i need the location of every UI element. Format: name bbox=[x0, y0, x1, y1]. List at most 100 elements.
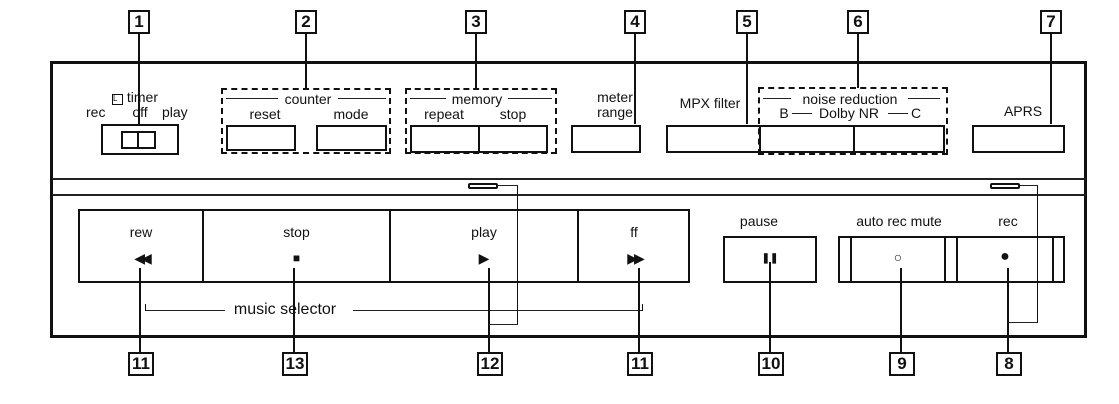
leader-line-6 bbox=[857, 34, 859, 88]
pause-icon: ❚❚ bbox=[761, 253, 779, 264]
timer-label: L timer bbox=[112, 89, 159, 105]
leader-line-12-led-top bbox=[498, 185, 518, 186]
rec-key-housing bbox=[838, 236, 1065, 283]
callout-10: 10 bbox=[758, 352, 784, 376]
dolby-b-button[interactable] bbox=[759, 125, 855, 153]
play-button[interactable]: play ▶ bbox=[391, 211, 577, 281]
nr-c-label: C bbox=[910, 105, 922, 121]
timer-rec-label: rec bbox=[86, 104, 106, 120]
leader-line-13 bbox=[293, 268, 295, 354]
callout-11-ff: 11 bbox=[627, 352, 653, 376]
counter-mode-button[interactable] bbox=[316, 125, 387, 151]
leader-line-8-led-bottom bbox=[1008, 322, 1038, 323]
music-selector-tick-right bbox=[642, 304, 643, 311]
counter-group-label: counter bbox=[284, 91, 332, 107]
leader-line-8 bbox=[1007, 268, 1009, 354]
timer-switch-play-position[interactable] bbox=[137, 131, 156, 149]
rec-edge-left bbox=[956, 236, 958, 283]
callout-3: 3 bbox=[465, 10, 487, 34]
memory-stop-label: stop bbox=[499, 106, 527, 122]
stop-button[interactable]: stop ■ bbox=[204, 211, 389, 281]
leader-line-8-led bbox=[1037, 185, 1038, 323]
leader-line-12-led bbox=[517, 185, 518, 325]
ff-label: ff bbox=[630, 224, 638, 240]
timer-play-label: play bbox=[162, 104, 188, 120]
callout-9: 9 bbox=[889, 352, 915, 376]
panel-divider-bottom bbox=[52, 194, 1086, 196]
mpx-filter-label: MPX filter bbox=[679, 95, 741, 111]
rec-indicator-led bbox=[990, 183, 1020, 189]
play-indicator-led bbox=[468, 183, 498, 189]
rewind-icon: ◀◀ bbox=[134, 250, 152, 266]
stop-label: stop bbox=[283, 224, 310, 240]
callout-6: 6 bbox=[847, 10, 869, 34]
meter-range-label-line1: meter bbox=[597, 89, 633, 105]
rec-button[interactable]: ● bbox=[958, 238, 1052, 281]
memory-group-label: memory bbox=[451, 91, 503, 107]
auto-rec-mute-label: auto rec mute bbox=[856, 213, 942, 229]
aprs-button[interactable] bbox=[972, 125, 1065, 153]
leader-line-10 bbox=[769, 262, 771, 354]
leader-line-11a bbox=[139, 268, 141, 354]
memory-bracket-left bbox=[410, 98, 446, 99]
circle-outline-icon: ○ bbox=[893, 249, 903, 265]
nr-bracket-left bbox=[763, 98, 791, 99]
callout-7: 7 bbox=[1040, 10, 1062, 34]
callout-5: 5 bbox=[736, 10, 758, 34]
rec-label: rec bbox=[998, 213, 1018, 229]
music-selector-tick-left bbox=[145, 304, 146, 311]
memory-repeat-label: repeat bbox=[424, 106, 464, 122]
transport-key-row bbox=[78, 209, 690, 283]
counter-mode-label: mode bbox=[333, 106, 369, 122]
callout-8: 8 bbox=[996, 352, 1022, 376]
nr-bracket-right bbox=[908, 98, 940, 99]
noise-reduction-label: noise reduction bbox=[802, 91, 898, 107]
leader-line-7 bbox=[1050, 34, 1052, 124]
key-separator-3 bbox=[577, 209, 579, 283]
callout-13: 13 bbox=[282, 352, 308, 376]
leader-line-4 bbox=[634, 34, 636, 124]
nr-b-label: B bbox=[779, 105, 789, 121]
meter-range-label-line2: range bbox=[597, 104, 633, 120]
key-separator-1 bbox=[202, 209, 204, 283]
leader-line-11b bbox=[638, 268, 640, 354]
counter-reset-button[interactable] bbox=[226, 125, 296, 151]
music-selector-bracket-left bbox=[145, 310, 225, 311]
memory-repeat-button[interactable] bbox=[410, 125, 480, 153]
play-label: play bbox=[471, 224, 497, 240]
leader-line-3 bbox=[475, 34, 477, 88]
memory-group bbox=[405, 88, 557, 154]
mpx-filter-button[interactable] bbox=[666, 125, 762, 153]
music-selector-label: music selector bbox=[233, 301, 337, 318]
callout-4: 4 bbox=[624, 10, 646, 34]
leader-line-12-led-bottom bbox=[489, 324, 518, 325]
auto-rec-mute-edge-right bbox=[944, 236, 946, 283]
auto-rec-mute-edge-left bbox=[850, 236, 852, 283]
leader-line-9 bbox=[900, 268, 902, 354]
panel-divider-top bbox=[52, 178, 1086, 180]
leader-line-1 bbox=[138, 34, 140, 154]
timer-off-label: off bbox=[132, 104, 148, 120]
record-dot-icon: ● bbox=[1000, 248, 1010, 265]
meter-range-button[interactable] bbox=[571, 125, 641, 153]
auto-rec-mute-button[interactable]: ○ bbox=[852, 238, 944, 281]
nr-c-dash bbox=[888, 113, 908, 114]
music-selector-bracket-right bbox=[353, 310, 643, 311]
memory-stop-button[interactable] bbox=[478, 125, 548, 153]
ff-button[interactable]: ff ▶▶ bbox=[579, 211, 689, 281]
stop-icon: ■ bbox=[292, 251, 301, 265]
leader-line-2 bbox=[305, 34, 307, 88]
noise-reduction-group bbox=[758, 87, 948, 155]
counter-group bbox=[221, 88, 391, 154]
dolby-c-button[interactable] bbox=[853, 125, 945, 153]
play-icon: ▶ bbox=[478, 250, 490, 266]
memory-bracket-right bbox=[508, 98, 552, 99]
rec-edge-right bbox=[1052, 236, 1054, 283]
counter-bracket-right bbox=[338, 98, 386, 99]
key-separator-2 bbox=[389, 209, 391, 283]
leader-line-12 bbox=[488, 268, 490, 354]
rew-button[interactable]: rew ◀◀ bbox=[80, 211, 202, 281]
leader-line-5 bbox=[746, 34, 748, 124]
rew-label: rew bbox=[129, 224, 153, 240]
callout-12: 12 bbox=[477, 352, 503, 376]
